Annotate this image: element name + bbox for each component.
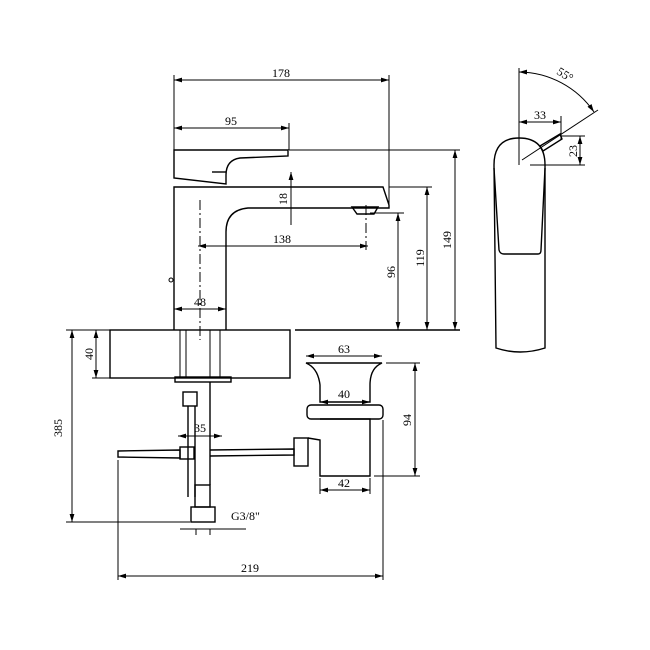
dim-40-deck: 40 <box>82 348 96 360</box>
dim-138: 138 <box>273 232 291 246</box>
dim-63: 63 <box>338 342 350 356</box>
basin-deck <box>109 329 460 383</box>
dim-149: 149 <box>440 231 454 249</box>
dim-18: 18 <box>276 193 290 205</box>
dim-385: 385 <box>51 419 65 437</box>
dim-42: 42 <box>338 476 350 490</box>
dim-219: 219 <box>241 561 259 575</box>
dim-55deg: 55° <box>554 64 576 85</box>
dim-178: 178 <box>272 66 290 80</box>
dim-33: 33 <box>534 108 546 122</box>
dim-96: 96 <box>384 266 398 278</box>
under-fittings <box>117 382 309 523</box>
dim-40-waste: 40 <box>338 387 350 401</box>
dim-95: 95 <box>225 114 237 128</box>
dimensions: 178 95 18 138 48 96 119 149 40 385 63 40… <box>51 66 460 580</box>
pop-up-waste <box>305 362 384 477</box>
faucet-body <box>168 149 390 340</box>
dim-35: 35 <box>194 421 206 435</box>
dim-94: 94 <box>400 414 414 426</box>
dim-23: 23 <box>566 145 580 157</box>
dim-g38: G3/8" <box>231 509 260 523</box>
dim-119: 119 <box>413 249 427 267</box>
side-view: 55° 33 23 <box>493 64 599 353</box>
dim-48: 48 <box>194 295 206 309</box>
